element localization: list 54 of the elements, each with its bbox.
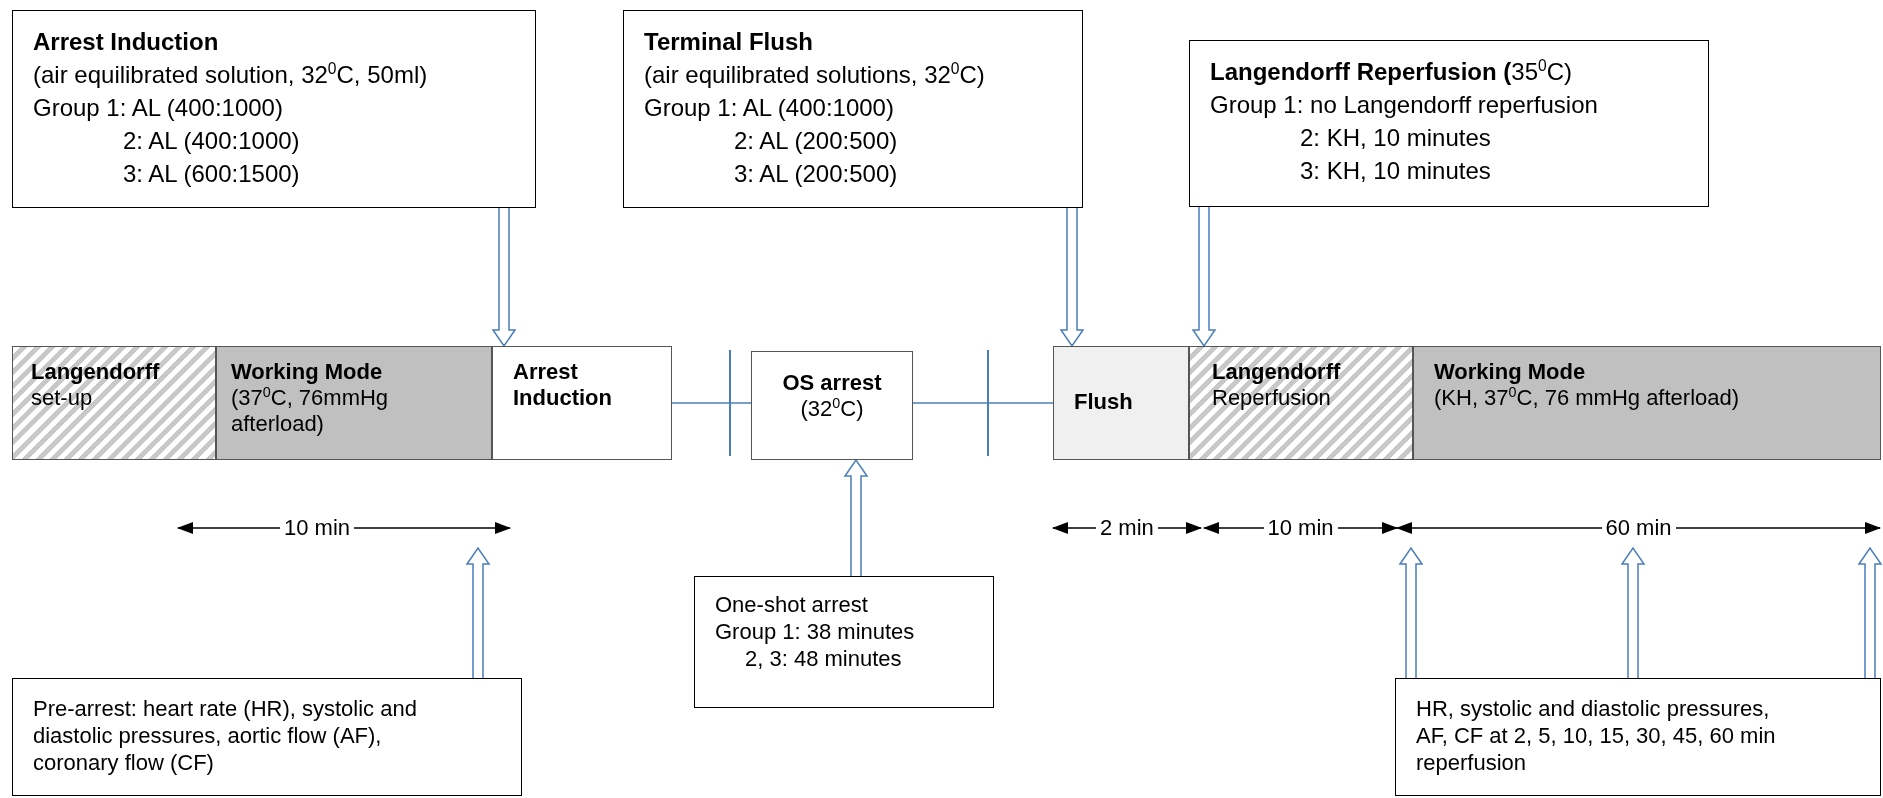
timeline-segment	[12, 346, 216, 460]
protocol-box	[623, 10, 1083, 208]
box-heading: Flush	[1074, 389, 1133, 415]
box-text: Pre-arrest: heart rate (HR), systolic and diastolic pressures, aortic flow (AF), coronary flow (CF)	[33, 695, 418, 776]
box-text: 2: AL (200:500)	[734, 126, 898, 156]
box-text: 2: KH, 10 minutes	[1300, 123, 1491, 153]
box-text: (KH, 37$^{0}$C, 76 mmHg afterload)	[1434, 385, 1740, 411]
hollow-arrow	[491, 207, 517, 348]
box-text: (32$^{0}$C)	[800, 396, 864, 422]
protocol-box	[1189, 40, 1709, 207]
box-text: (37$^{0}$C, 76mmHg afterload)	[231, 385, 390, 437]
box-heading: Working Mode	[231, 359, 383, 385]
box-text: 2: AL (400:1000)	[123, 126, 300, 156]
connector-line	[671, 402, 752, 404]
hollow-arrow	[1191, 206, 1217, 348]
box-text: 3: KH, 10 minutes	[1300, 156, 1491, 186]
box-text: HR, systolic and diastolic pressures, AF, CF at 2, 5, 10, 15, 30, 45, 60 min reperfusion	[1416, 695, 1777, 776]
connector-line	[912, 402, 1054, 404]
measurement-box	[1395, 678, 1881, 796]
box-heading: Terminal Flush	[644, 27, 813, 57]
box-text: Group 1: AL (400:1000)	[644, 93, 894, 123]
box-heading: Arrest Induction	[513, 359, 613, 411]
measurement-box	[12, 678, 522, 796]
box-text: 2, 3: 48 minutes	[745, 645, 902, 672]
hollow-arrow	[465, 546, 491, 679]
timeline-segment	[1413, 346, 1881, 460]
box-text: 3: AL (200:500)	[734, 159, 898, 189]
measurement-box	[694, 576, 994, 708]
box-text: (air equilibrated solution, 32$^{0}$C, 50ml)	[33, 59, 428, 90]
box-text: (air equilibrated solutions, 32$^{0}$C)	[644, 59, 985, 90]
box-text: Group 1: 38 minutes	[715, 618, 915, 645]
box-text: 3: AL (600:1500)	[123, 159, 300, 189]
timeline-segment	[492, 346, 672, 460]
hollow-arrow	[1620, 546, 1646, 679]
box-heading: Arrest Induction	[33, 27, 219, 57]
box-text: Group 1: AL (400:1000)	[33, 93, 283, 123]
box-text: set-up	[31, 385, 93, 411]
box-text: Group 1: no Langendorff reperfusion	[1210, 90, 1598, 120]
timeline-segment	[216, 346, 492, 460]
box-heading: Langendorff	[1212, 359, 1341, 385]
timeline-segment	[1053, 346, 1189, 460]
box-heading: Langendorff	[31, 359, 160, 385]
protocol-box	[12, 10, 536, 208]
box-heading: OS arrest	[782, 370, 882, 396]
hollow-arrow	[843, 458, 869, 577]
box-heading: Working Mode	[1434, 359, 1586, 385]
timeline-segment	[1189, 346, 1413, 460]
hollow-arrow	[1398, 546, 1424, 679]
box-text: One-shot arrest	[715, 591, 868, 618]
hollow-arrow	[1857, 546, 1883, 679]
box-text: Langendorff Reperfusion (35$^{0}$C)	[1210, 56, 1573, 87]
timeline-segment	[751, 351, 913, 460]
box-text: Reperfusion	[1212, 385, 1331, 411]
hollow-arrow	[1059, 207, 1085, 348]
